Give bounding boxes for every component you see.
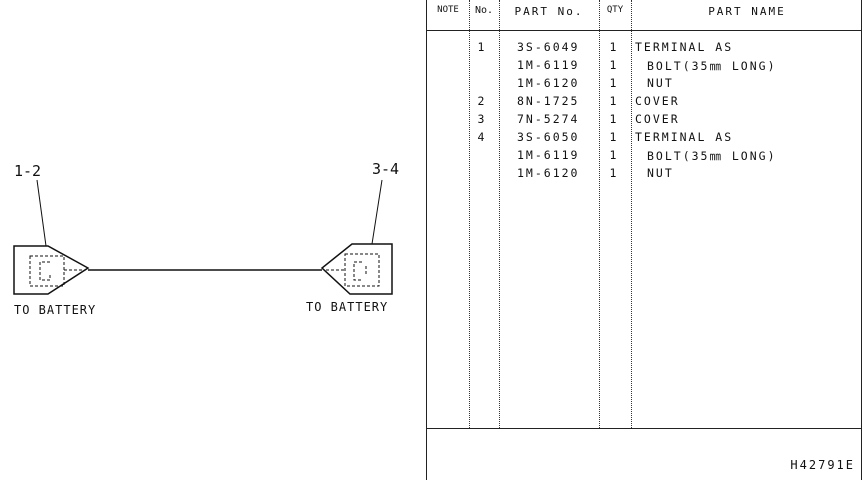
- row-part-no: 1M-6119: [517, 148, 580, 162]
- row-part-no: 1M-6120: [517, 166, 580, 180]
- row-part-no: 7N-5274: [517, 112, 580, 126]
- row-no: 4: [477, 130, 487, 144]
- row-no: 1: [477, 40, 487, 54]
- row-qty: 1: [609, 148, 619, 162]
- row-part-name: TERMINAL AS: [635, 40, 734, 54]
- header-part-no: PART No.: [514, 5, 584, 18]
- label-to-battery-left: TO BATTERY: [14, 303, 96, 317]
- drawing-reference: H42791E: [790, 458, 855, 472]
- label-to-battery-right: TO BATTERY: [306, 300, 388, 314]
- col-divider: [599, 0, 600, 428]
- table-row: 1M-6120 1 NUT: [427, 76, 861, 94]
- row-part-no: 3S-6050: [517, 130, 580, 144]
- row-no: 2: [477, 94, 487, 108]
- right-terminal-cover: [320, 243, 393, 295]
- row-part-name: TERMINAL AS: [635, 130, 734, 144]
- row-part-no: 1M-6119: [517, 58, 580, 72]
- right-terminal-clamp: [353, 261, 367, 281]
- table-footer: H42791E: [427, 428, 861, 481]
- row-part-name: NUT: [647, 166, 674, 180]
- row-part-name: BOLT(35㎜ LONG): [647, 149, 777, 163]
- header-note: NOTE: [437, 5, 459, 15]
- row-qty: 1: [609, 166, 619, 180]
- cable-diagram: 1-2 3-4 TO BATTERY TO BATTERY: [13, 160, 399, 317]
- table-row: 1 3S-6049 1 TERMINAL AS: [427, 40, 861, 58]
- row-part-name: NUT: [647, 76, 674, 90]
- row-part-name: COVER: [635, 112, 680, 126]
- header-no: No.: [474, 5, 494, 16]
- table-row: 2 8N-1725 1 COVER: [427, 94, 861, 112]
- parts-table: NOTE No. PART No. QTY PART NAME 1 3S-604…: [426, 0, 862, 480]
- row-qty: 1: [609, 58, 619, 72]
- row-qty: 1: [609, 112, 619, 126]
- row-qty: 1: [609, 94, 619, 108]
- callout-left: 1-2: [14, 162, 41, 180]
- row-part-no: 1M-6120: [517, 76, 580, 90]
- col-divider: [499, 0, 500, 428]
- callout-left-leader: [36, 179, 47, 247]
- row-part-name: BOLT(35㎜ LONG): [647, 59, 777, 73]
- table-row: 1M-6119 1 BOLT(35㎜ LONG): [427, 148, 861, 166]
- table-row: 1M-6119 1 BOLT(35㎜ LONG): [427, 58, 861, 76]
- row-no: 3: [477, 112, 487, 126]
- row-part-no: 8N-1725: [517, 94, 580, 108]
- callout-right-leader: [371, 179, 383, 245]
- row-part-name: COVER: [635, 94, 680, 108]
- table-header: NOTE No. PART No. QTY PART NAME: [427, 0, 861, 31]
- row-qty: 1: [609, 130, 619, 144]
- table-row: 1M-6120 1 NUT: [427, 166, 861, 184]
- table-row: 3 7N-5274 1 COVER: [427, 112, 861, 130]
- right-terminal-inner: [344, 253, 380, 287]
- row-qty: 1: [609, 76, 619, 90]
- callout-right: 3-4: [372, 160, 399, 178]
- left-terminal-cover: [13, 245, 90, 295]
- col-divider: [469, 0, 470, 428]
- row-part-no: 3S-6049: [517, 40, 580, 54]
- left-terminal-inner: [29, 255, 65, 287]
- header-part-name: PART NAME: [708, 5, 786, 18]
- left-terminal-clamp: [39, 261, 51, 281]
- col-divider: [631, 0, 632, 428]
- table-row: 4 3S-6050 1 TERMINAL AS: [427, 130, 861, 148]
- header-qty: QTY: [606, 5, 624, 15]
- row-qty: 1: [609, 40, 619, 54]
